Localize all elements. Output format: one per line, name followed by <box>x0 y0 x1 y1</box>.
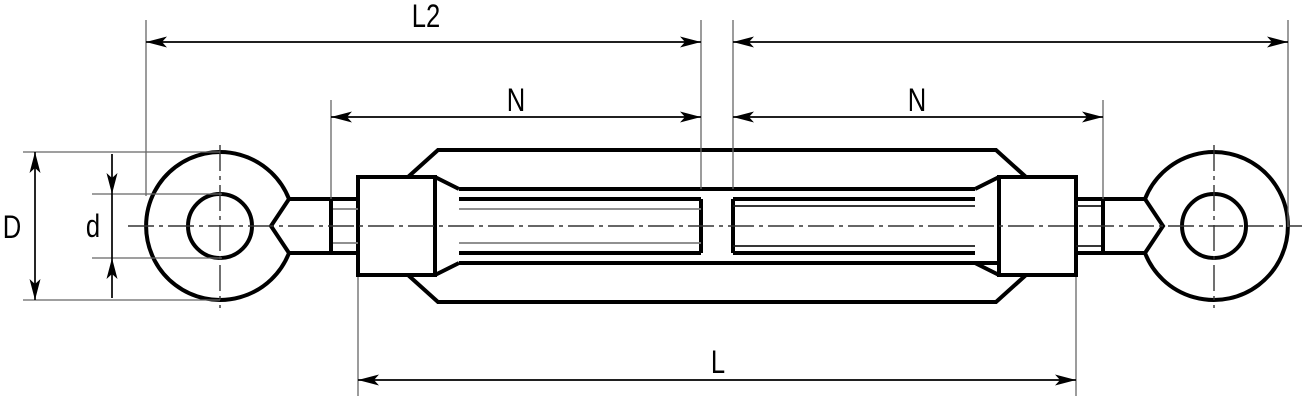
dimension-n-right <box>733 111 1103 123</box>
dimension-big-d <box>29 152 41 300</box>
dimension-l2 <box>146 36 701 48</box>
label-n-right: N <box>908 83 926 118</box>
dimension-top-right <box>733 36 1288 48</box>
dimension-small-d <box>106 154 118 298</box>
extension-lines <box>23 20 1289 396</box>
turnbuckle-body <box>406 148 1028 304</box>
label-n-left: N <box>507 83 525 118</box>
label-outer-diameter: D <box>3 210 21 245</box>
label-l2: L2 <box>412 0 440 35</box>
center-lines <box>128 145 1302 308</box>
dimension-l <box>358 374 1076 386</box>
right-threaded-rod <box>731 197 1105 255</box>
label-length: L <box>711 345 725 380</box>
label-inner-diameter: d <box>86 209 100 244</box>
left-threaded-rod <box>329 197 703 255</box>
dimension-n-left <box>331 111 701 123</box>
